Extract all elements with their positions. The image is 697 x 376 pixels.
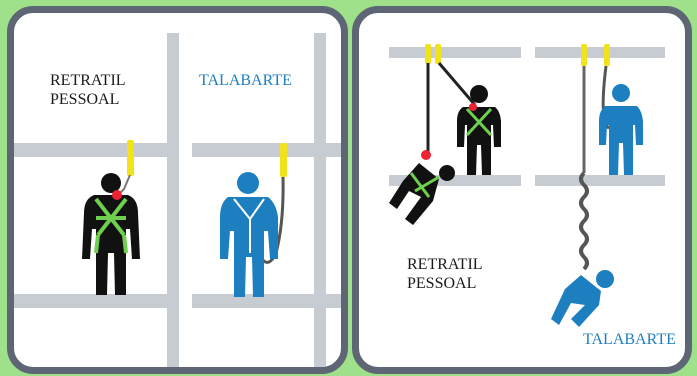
anchor-point-icon (112, 190, 122, 200)
worker-standing-retratil-icon (425, 44, 501, 175)
worker-falling-retratil-icon (389, 63, 455, 225)
hook-icon (127, 140, 134, 176)
beam-top-right (535, 47, 665, 58)
beam-mid-right (535, 175, 665, 186)
label-talabarte: TALABARTE (199, 71, 292, 90)
right-panel: RETRATIL PESSOAL TALABARTE (352, 6, 692, 374)
worker-falling-talabarte-icon (551, 66, 614, 327)
anchor-point-icon (469, 103, 477, 111)
label-retratil-pessoal: RETRATIL PESSOAL (407, 255, 483, 293)
worker-standing-talabarte-icon (581, 44, 643, 175)
hook-icon (280, 143, 287, 177)
hook-icon (581, 44, 587, 66)
hook-icon (435, 44, 441, 64)
column-center (167, 33, 179, 367)
label-retratil-pessoal: RETRATIL PESSOAL (50, 71, 126, 109)
anchor-point-icon (421, 150, 431, 160)
right-scene (359, 13, 685, 367)
column-right (314, 33, 326, 367)
worker-talabarte-icon (220, 143, 287, 297)
hook-icon (604, 44, 610, 66)
beam-lower-left (14, 294, 167, 308)
worker-retratil-icon (82, 140, 140, 295)
label-talabarte: TALABARTE (583, 330, 676, 349)
beam-upper-left (14, 143, 167, 157)
hook-icon (425, 44, 431, 64)
shock-absorber-icon (581, 173, 587, 269)
left-panel: RETRATIL PESSOAL TALABARTE (7, 6, 348, 374)
beam-top-left (389, 47, 521, 58)
left-scene (14, 13, 341, 367)
